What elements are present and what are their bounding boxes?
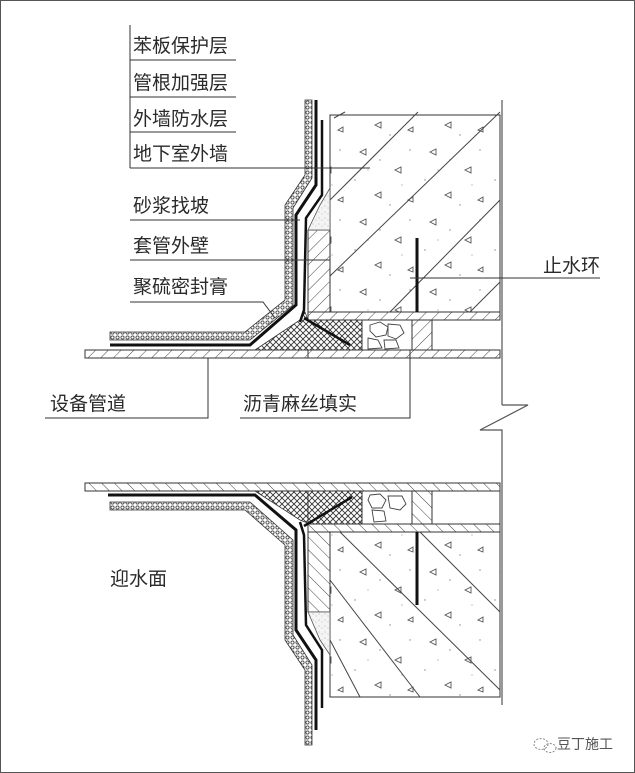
watermark: 豆丁施工 (533, 737, 613, 753)
label-exterior-waterproof-layer: 外墙防水层 (133, 108, 228, 130)
waterproof-membrane-bottom-outer (108, 493, 318, 730)
hemp-filler-top (361, 319, 413, 351)
foam-protection-top (109, 99, 313, 341)
label-water-side: 迎水面 (110, 568, 167, 590)
concrete-diagonals-top (329, 111, 501, 313)
label-sleeve-outer-wall: 套管外壁 (133, 235, 209, 257)
label-pipe-root-reinforcement: 管根加强层 (133, 72, 228, 94)
break-line (479, 404, 529, 705)
label-polysulfide-sealant: 聚硫密封膏 (133, 275, 228, 298)
foam-protection-bottom (109, 501, 313, 746)
hemp-filler-bottom (361, 490, 413, 525)
concrete-wall-bottom (329, 531, 501, 698)
label-asphalt-hemp-filler: 沥青麻丝填实 (243, 393, 357, 415)
label-basement-exterior-wall: 地下室外墙 (133, 143, 228, 165)
wechat-icon (533, 738, 557, 753)
sleeve-top-wall (307, 311, 501, 321)
water-stop-ring-bottom (411, 490, 433, 525)
equipment-pipe-top (84, 349, 501, 359)
waterproof-membrane-top-inner (298, 120, 324, 323)
equipment-pipe-bottom (84, 482, 501, 492)
label-mortar-slope: 砂浆找坡 (133, 195, 209, 217)
water-stop-ring-top (411, 319, 433, 351)
leader-lines (45, 25, 600, 419)
watermark-text: 豆丁施工 (557, 737, 613, 753)
bottom-section (84, 482, 501, 746)
label-foam-protection: 苯板保护层 (133, 35, 228, 57)
sealant-bottom (253, 490, 363, 525)
concrete-wall-top (329, 114, 501, 313)
label-equipment-pipe: 设备管道 (50, 393, 126, 415)
label-water-stop-ring: 止水环 (543, 255, 600, 277)
top-section (84, 99, 503, 405)
